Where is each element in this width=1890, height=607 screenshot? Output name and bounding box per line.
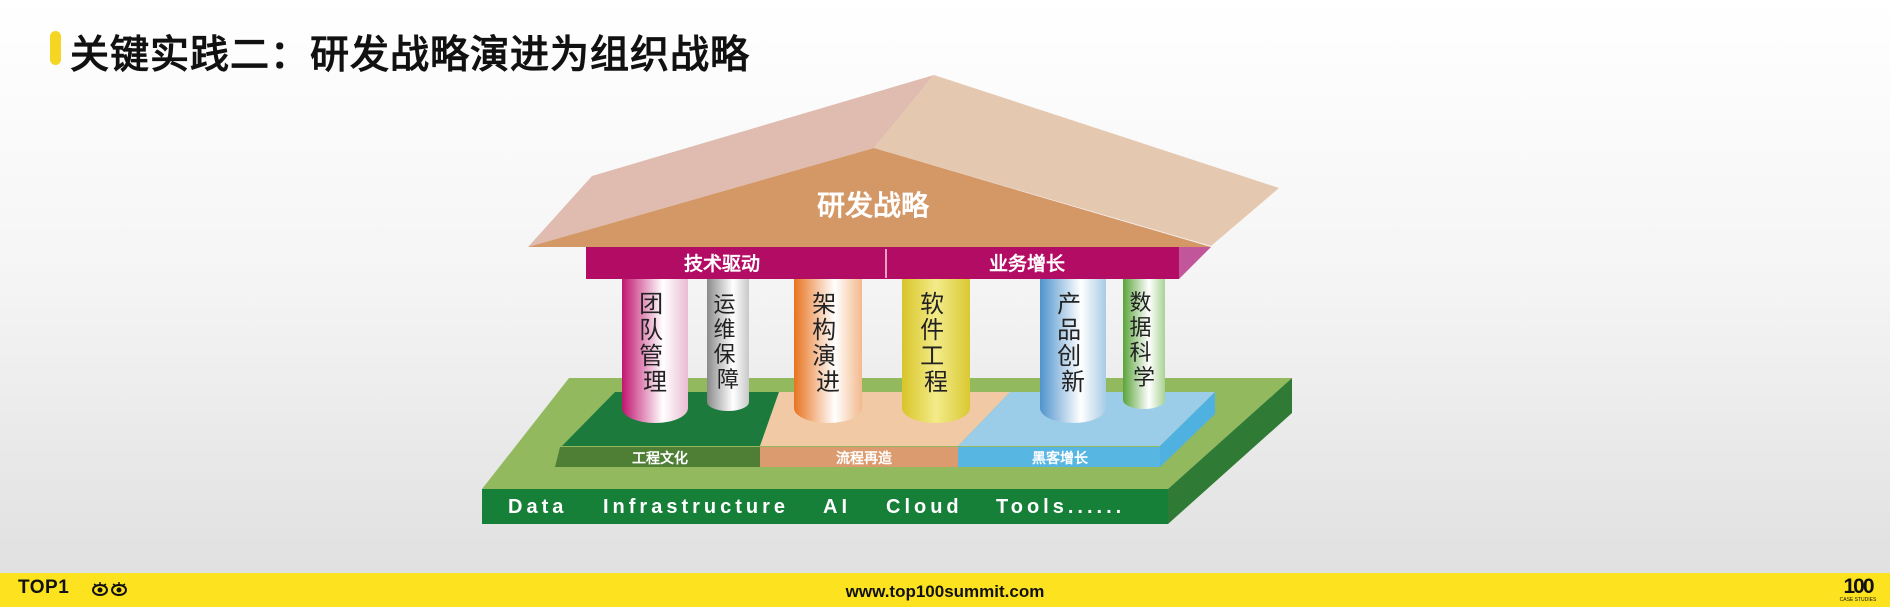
pillar-software-engineering: 软 件 工 程 bbox=[902, 278, 970, 423]
roof-gable bbox=[528, 148, 1211, 247]
pillar-label-architecture-evolution: 架 构 演 进 bbox=[812, 290, 844, 396]
beam-label-tech-driven: 技术驱动 bbox=[684, 252, 760, 275]
pillar-label-data-science: 数 据 科 学 bbox=[1129, 291, 1158, 391]
badge-subtitle: CASE STUDIES bbox=[1839, 597, 1877, 603]
pillar-label-software-engineering: 软 件 工 程 bbox=[920, 290, 952, 396]
pillar-label-operations-assurance: 运 维 保 障 bbox=[713, 293, 742, 393]
pillar-operations-assurance: 运 维 保 障 bbox=[707, 278, 749, 411]
platform-label-process-reengineering: 流程再造 bbox=[836, 450, 892, 467]
footer-url: www.top100summit.com bbox=[845, 582, 1045, 601]
beam: 技术驱动 业务增长 bbox=[586, 247, 1211, 279]
badge-number: 100 bbox=[1843, 575, 1874, 598]
svg-text:Data Infrastructure: Data Infrastructure AI Cloud Tools...... bbox=[508, 496, 1125, 518]
pillar-product-innovation: 产 品 创 新 bbox=[1040, 278, 1106, 423]
base-item-ai: AI bbox=[823, 496, 851, 518]
platform-label-engineering-culture: 工程文化 bbox=[632, 450, 688, 467]
base-item-infrastructure: Infrastructure bbox=[603, 496, 789, 518]
pillar-architecture-evolution: 架 构 演 进 bbox=[794, 278, 862, 423]
top100-logo: TOP1 bbox=[18, 577, 70, 598]
logo-eyes-icon bbox=[92, 582, 127, 596]
pillar-label-product-innovation: 产 品 创 新 bbox=[1057, 290, 1089, 396]
roof-right-slope bbox=[874, 75, 1279, 246]
platform-label-growth-hacking: 黑客增长 bbox=[1032, 450, 1089, 467]
case-studies-badge: 100 CASE STUDIES bbox=[1838, 575, 1878, 605]
base-front-band bbox=[482, 489, 1168, 524]
footer-bar: TOP1 www.top100summit.com 100 CASE STUDI… bbox=[0, 573, 1890, 607]
roof-left-slope bbox=[528, 75, 934, 247]
base-item-cloud: Cloud bbox=[886, 496, 963, 518]
page-title: 关键实践二：研发战略演进为组织战略 bbox=[70, 33, 751, 78]
base-item-tools: Tools...... bbox=[996, 496, 1125, 518]
pillar-team-management: 团 队 管 理 bbox=[622, 278, 688, 423]
pillar-label-team-management: 团 队 管 理 bbox=[639, 290, 671, 396]
title-accent-bar bbox=[50, 31, 61, 65]
beam-label-business-growth: 业务增长 bbox=[989, 252, 1066, 275]
pillar-data-science: 数 据 科 学 bbox=[1123, 278, 1165, 409]
base-item-data: Data bbox=[508, 496, 567, 518]
roof-label: 研发战略 bbox=[817, 189, 930, 222]
base-side-surface bbox=[1168, 378, 1292, 524]
house-diagram: Data Infrastructure AI Cloud Tools......… bbox=[482, 75, 1292, 524]
roof: 研发战略 bbox=[528, 75, 1279, 247]
